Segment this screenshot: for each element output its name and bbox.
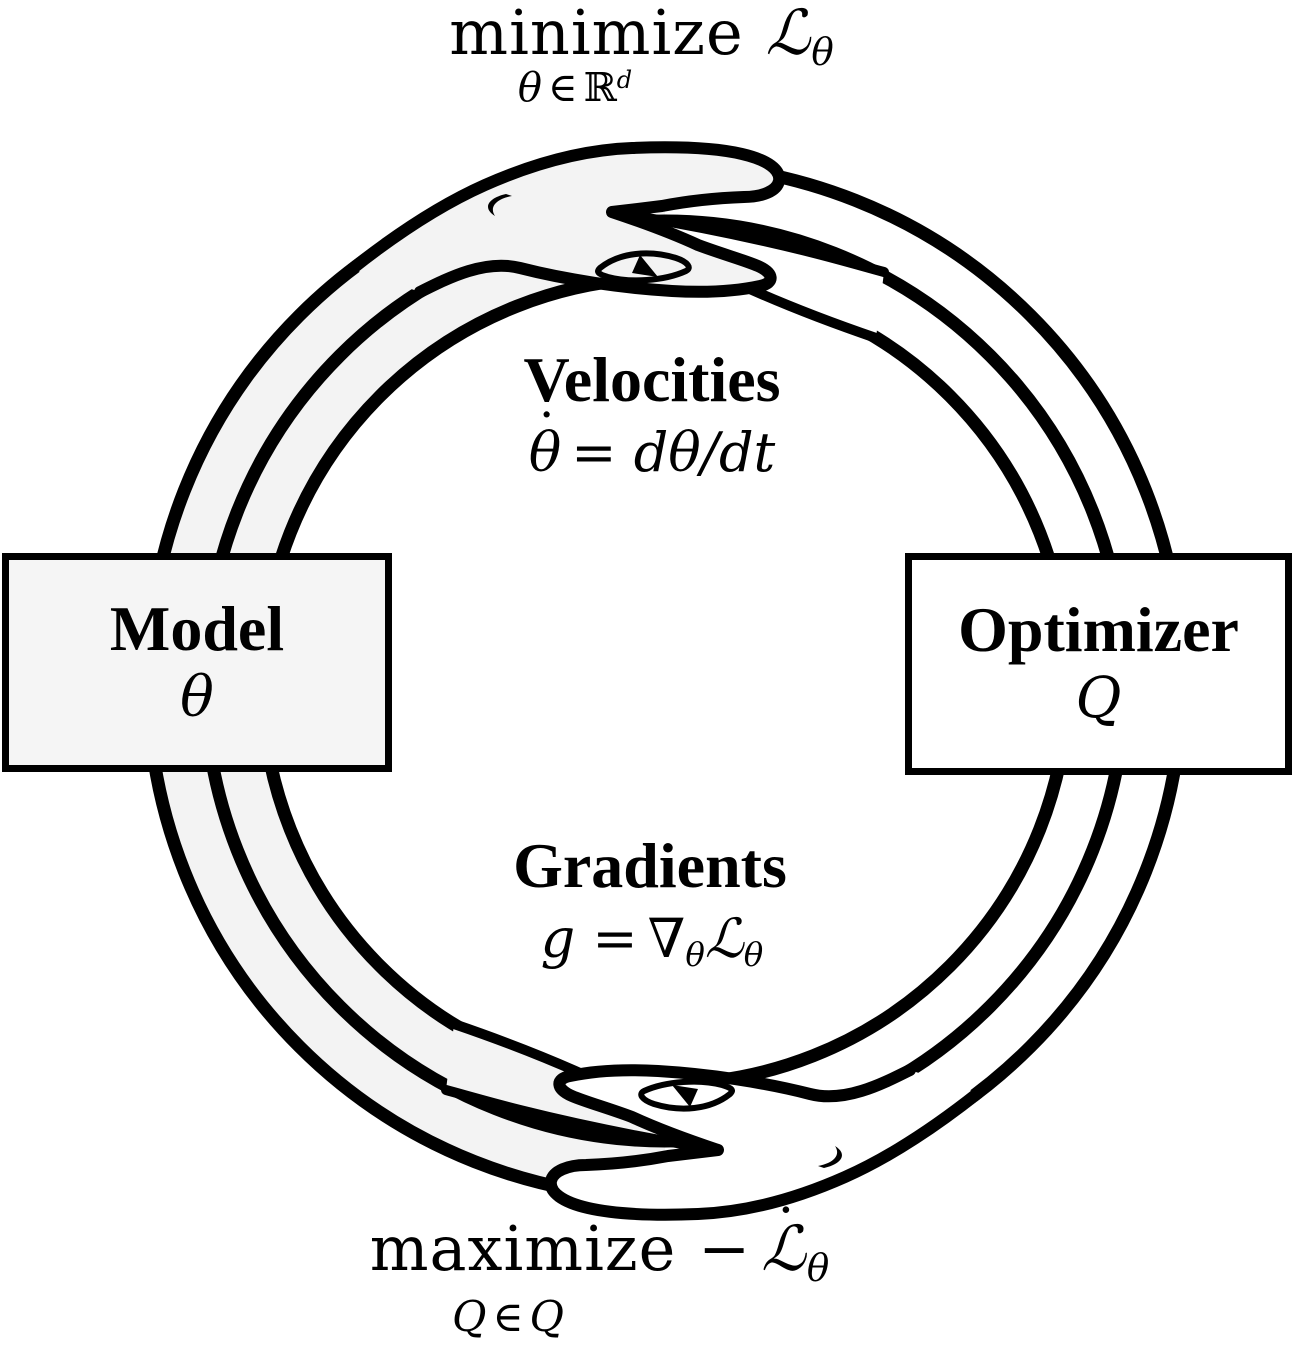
bottom-loss-symbol: ℒ: [761, 1212, 807, 1285]
constraint-var: Q: [452, 1292, 487, 1341]
loss-symbol: ℒ: [765, 0, 812, 69]
bottom-objective-constraint: Q∈Q: [452, 1296, 564, 1339]
optimizer-box-symbol: Q: [1075, 666, 1122, 732]
maximize-word: maximize: [369, 1212, 677, 1285]
bottom-loss-subscript: θ: [806, 1245, 831, 1290]
nabla-symbol: ∇: [647, 907, 686, 970]
optimizer-box-title: Optimizer: [958, 594, 1239, 666]
velocities-formula: ˙θ= dθ/dt: [529, 407, 775, 480]
gradient-lhs: g =: [540, 907, 638, 970]
minimize-word: minimize: [449, 0, 744, 69]
model-box-title: Model: [109, 592, 285, 664]
top-objective-constraint: θ∈ℝd: [518, 68, 632, 108]
loss-subscript: θ: [811, 29, 835, 74]
top-objective-label: minimize ℒθ: [449, 2, 834, 71]
optimizer-box: Optimizer Q: [905, 553, 1292, 775]
velocities-title: Velocities: [523, 344, 781, 415]
theta: θ: [528, 421, 562, 484]
overdot: ˙: [533, 402, 561, 466]
optimizer-set-symbol: Q: [529, 1292, 564, 1341]
model-box: Model θ: [2, 553, 392, 772]
bottom-objective-label: maximize−˙ℒθ: [370, 1197, 831, 1290]
model-box-symbol: θ: [180, 664, 214, 730]
gradients-loss-symbol: ℒ: [704, 907, 744, 970]
nabla-subscript: θ: [685, 936, 705, 975]
velocities-formula-rest: = dθ/dt: [571, 421, 776, 484]
reals-symbol: ℝ: [583, 65, 617, 112]
gradients-title: Gradients: [513, 830, 787, 901]
gradients-formula: g =∇θℒθ: [541, 912, 764, 975]
theta-dot: ˙θ: [529, 407, 562, 480]
gradients-loss-subscript: θ: [743, 936, 764, 975]
minus-sign: −: [698, 1212, 752, 1285]
constraint-var: θ: [517, 65, 542, 112]
element-of-symbol: ∈: [547, 65, 578, 112]
loss-dot-symbol: ˙ℒ: [761, 1197, 807, 1281]
overdot: ˙: [775, 1193, 798, 1262]
element-of-symbol: ∈: [492, 1292, 524, 1341]
dimension-superscript: d: [616, 66, 633, 94]
